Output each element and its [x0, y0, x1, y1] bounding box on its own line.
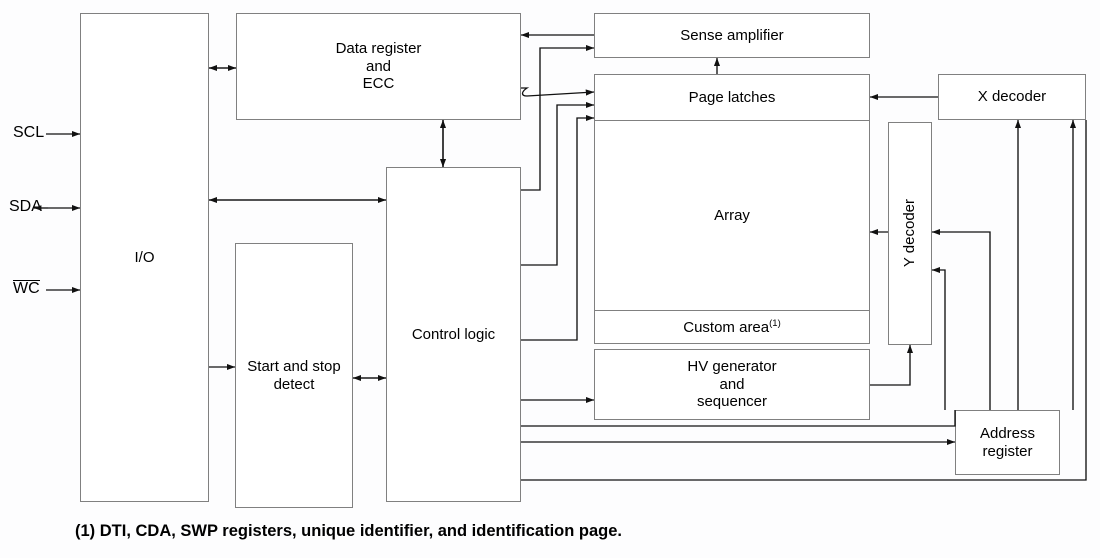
block-control-logic: Control logic	[386, 167, 521, 502]
wire-hvgen-to-ydecoder	[870, 344, 914, 386]
wire-addrreg-to-ydecoder-1	[931, 228, 991, 410]
block-address-register-line-2: register	[982, 442, 1033, 460]
block-control-logic-label: Control logic	[411, 325, 496, 343]
block-hv-line-2: and	[719, 375, 745, 393]
block-hv-line-3: sequencer	[696, 393, 768, 411]
pin-label-scl: SCL	[13, 124, 45, 141]
block-custom-area-label: Custom area	[683, 318, 770, 336]
block-sense-amplifier: Sense amplifier	[594, 13, 870, 58]
block-page-latches-label: Page latches	[688, 88, 776, 106]
block-array-label: Array	[714, 206, 750, 224]
figure-caption: (1) DTI, CDA, SWP registers, unique iden…	[75, 522, 623, 540]
block-x-decoder-label: X decoder	[977, 88, 1047, 106]
block-custom-area: Custom area(1)	[594, 310, 870, 344]
block-io-label: I/O	[134, 248, 155, 266]
block-custom-area-footnote: (1)	[769, 317, 781, 329]
block-start-stop-line-1: Start and stop	[247, 357, 341, 375]
block-data-register-ecc: Data register and ECC	[236, 13, 521, 120]
wire-control-to-pagelatches-2	[521, 114, 595, 341]
block-data-register-line-1: Data register	[335, 39, 422, 57]
block-y-decoder: Y decoder	[888, 122, 932, 345]
block-hv-line-1: HV generator	[687, 357, 777, 375]
block-x-decoder: X decoder	[938, 74, 1086, 120]
wire-control-to-senseamp	[521, 44, 595, 191]
block-sense-amplifier-label: Sense amplifier	[680, 26, 784, 44]
wire-addrreg-to-ydecoder-2	[931, 266, 946, 410]
block-start-stop-detect: Start and stop detect	[235, 243, 353, 508]
block-address-register: Address register	[955, 410, 1060, 475]
block-data-register-line-3: ECC	[362, 75, 395, 93]
block-data-register-line-2: and	[365, 57, 392, 75]
wire-datareg-to-pagelatches	[521, 87, 595, 97]
block-array: Array	[594, 120, 870, 311]
pin-label-sda: SDA	[9, 198, 42, 215]
pin-label-wc: WC	[13, 280, 40, 297]
block-address-register-line-1: Address	[979, 424, 1036, 442]
block-start-stop-line-2: detect	[273, 375, 315, 393]
block-y-decoder-label: Y decoder	[901, 199, 919, 268]
block-hv-generator-sequencer: HV generator and sequencer	[594, 349, 870, 420]
block-io: I/O	[80, 13, 209, 502]
wire-control-to-pagelatches-1	[521, 101, 595, 266]
block-page-latches: Page latches	[594, 74, 870, 121]
